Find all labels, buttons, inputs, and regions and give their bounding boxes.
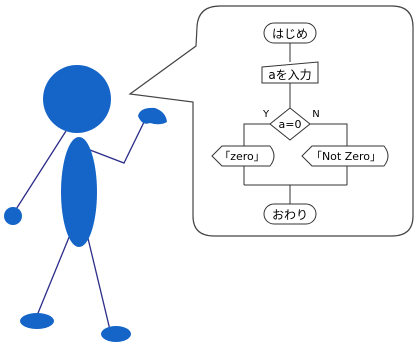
end-terminal: おわり <box>263 203 317 225</box>
start-label: はじめ <box>272 27 308 41</box>
left-leg <box>35 229 73 319</box>
speech-bubble <box>128 5 414 237</box>
left-foot <box>20 313 54 329</box>
torso <box>61 137 97 247</box>
output-zero: 「zero」 <box>211 145 275 167</box>
no-branch-label: N <box>312 109 319 120</box>
pointing-hand <box>138 107 167 125</box>
right-arm <box>89 117 147 164</box>
input-label: aを入力 <box>268 68 311 82</box>
start-terminal: はじめ <box>263 22 317 44</box>
head <box>43 65 111 133</box>
flowchart-connectors <box>243 43 348 204</box>
yes-branch-label: Y <box>262 109 270 120</box>
left-arm <box>12 130 67 215</box>
output-not-zero-label: 「Not Zero」 <box>311 150 381 163</box>
end-label: おわり <box>272 208 308 222</box>
right-foot <box>101 326 131 342</box>
output-zero-label: 「zero」 <box>219 150 265 163</box>
stick-figure <box>4 65 167 342</box>
output-not-zero: 「Not Zero」 <box>301 145 389 167</box>
decision-label: a=0 <box>279 118 302 131</box>
decision-diamond: a=0 Y N <box>262 107 320 141</box>
left-hand <box>4 207 22 225</box>
input-step: aを入力 <box>261 61 319 84</box>
right-leg <box>85 229 111 331</box>
